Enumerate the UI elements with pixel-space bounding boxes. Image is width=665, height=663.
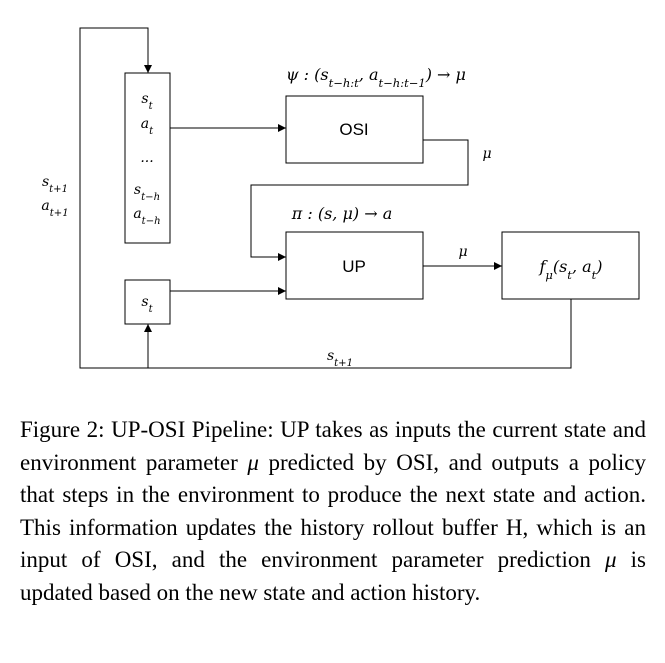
buffer-row-at-h: at−h [133, 206, 160, 227]
osi-box [285, 95, 424, 164]
environment-label: fμ(st, at) [538, 257, 602, 282]
buffer-row-ellipsis: ... [140, 150, 153, 166]
buffer-row-st: st [141, 91, 153, 112]
pipeline-diagram: st at ... st−h at−h st OSI ψ : (st−h:t, … [41, 27, 640, 369]
caption-text-part1: UP-OSI Pipeline: UP takes as inputs the … [20, 417, 646, 475]
up-to-env-mu-label: μ [458, 244, 467, 260]
environment-box [501, 231, 640, 300]
caption-text-part2: predicted by OSI, and outputs a policy t… [20, 449, 647, 573]
current-state-label: st [141, 294, 153, 315]
feedback-state-label: st+1 [42, 174, 68, 195]
osi-formula: ψ : (st−h:t, at−h:t−1) → μ [286, 65, 466, 90]
figure-caption: Figure 2: UP-OSI Pipeline: UP takes as i… [20, 414, 646, 609]
buffer-row-at: at [141, 116, 154, 137]
arrow-env-to-state [144, 299, 572, 369]
arrow-osi-to-up [250, 139, 469, 261]
osi-to-up-mu-label: μ [482, 146, 491, 162]
up-label: UP [342, 257, 366, 276]
caption-text-part3: is updated based on the new state and ac… [20, 547, 646, 605]
env-to-state-label: st+1 [327, 348, 353, 369]
arrow-feedback-to-buffer [79, 27, 152, 369]
caption-mu-symbol-2: μ [604, 547, 617, 572]
osi-label: OSI [339, 120, 368, 139]
caption-mu-symbol-1: μ [247, 449, 259, 475]
feedback-action-label: at+1 [41, 198, 68, 219]
buffer-row-st-h: st−h [134, 182, 160, 203]
up-formula: π : (s, μ) → a [291, 204, 392, 223]
caption-figure-label: Figure 2: [20, 417, 105, 442]
